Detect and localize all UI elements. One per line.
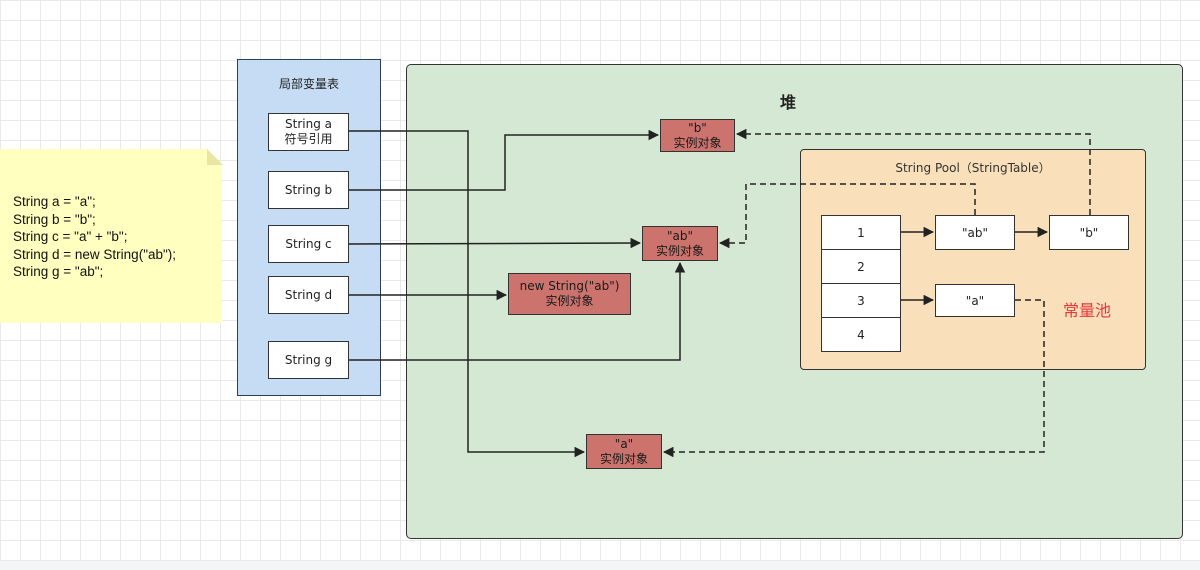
- object-value: "b": [688, 120, 707, 135]
- heap-object-b: "b" 实例对象: [660, 119, 735, 152]
- dashed-entry-a-to-object-a: [662, 299, 1045, 458]
- object-kind: 实例对象: [655, 243, 704, 258]
- var-string-b: String b: [268, 171, 349, 209]
- pool-entry-b: "b": [1049, 215, 1129, 250]
- local-variable-table-title: 局部变量表: [278, 77, 339, 91]
- arrow-b-to-object-b: [349, 129, 660, 191]
- object-kind: 实例对象: [545, 294, 594, 308]
- code-note-text: String a = "a"; String b = "b"; String c…: [13, 193, 218, 281]
- var-name: String a: [285, 117, 332, 131]
- heap-object-ab: "ab" 实例对象: [642, 226, 718, 261]
- pool-entry-ab: "ab": [935, 215, 1015, 250]
- code-line: String a = "a";: [13, 194, 96, 209]
- arrow-g-to-object-ab: [349, 261, 686, 361]
- pool-entry-a: "a": [935, 284, 1015, 317]
- code-note: [0, 149, 222, 323]
- dashed-entry-ab-to-object-ab: [718, 183, 976, 249]
- var-string-g: String g: [268, 341, 349, 379]
- string-pool-title: String Pool（StringTable）: [895, 161, 1051, 175]
- var-string-d: String d: [268, 276, 349, 314]
- bottom-scroll-strip: [0, 561, 1200, 570]
- var-name: String b: [284, 182, 333, 197]
- pool-slot: 3: [821, 283, 901, 318]
- heap-object-new-string-ab: new String("ab") 实例对象: [508, 273, 631, 315]
- var-name: String g: [284, 352, 333, 367]
- arrow-a-to-object-a: [349, 130, 586, 458]
- object-kind: 实例对象: [599, 451, 648, 466]
- code-line: String c = "a" + "b";: [13, 229, 128, 244]
- object-value: new String("ab"): [519, 279, 620, 293]
- object-kind: 实例对象: [673, 135, 722, 150]
- dashed-entry-b-to-object-b: [735, 128, 1091, 215]
- code-line: String b = "b";: [13, 211, 96, 227]
- pool-slot: 2: [821, 249, 901, 284]
- var-string-c: String c: [268, 225, 349, 263]
- object-value: "ab": [666, 228, 693, 243]
- constant-pool-label: 常量池: [1063, 301, 1112, 320]
- var-note: 符号引用: [284, 132, 333, 146]
- var-name: String d: [284, 287, 333, 302]
- code-line: String g = "ab";: [13, 264, 104, 279]
- heap-title: 堆: [780, 93, 797, 112]
- object-value: "a": [614, 436, 634, 451]
- arrow-c-to-object-ab: [348, 237, 642, 249]
- code-line: String d = new String("ab");: [13, 246, 177, 262]
- pool-slot: 4: [821, 317, 901, 352]
- var-string-a: String a 符号引用: [268, 113, 349, 151]
- var-name: String c: [285, 236, 332, 251]
- heap-object-a: "a" 实例对象: [586, 434, 662, 469]
